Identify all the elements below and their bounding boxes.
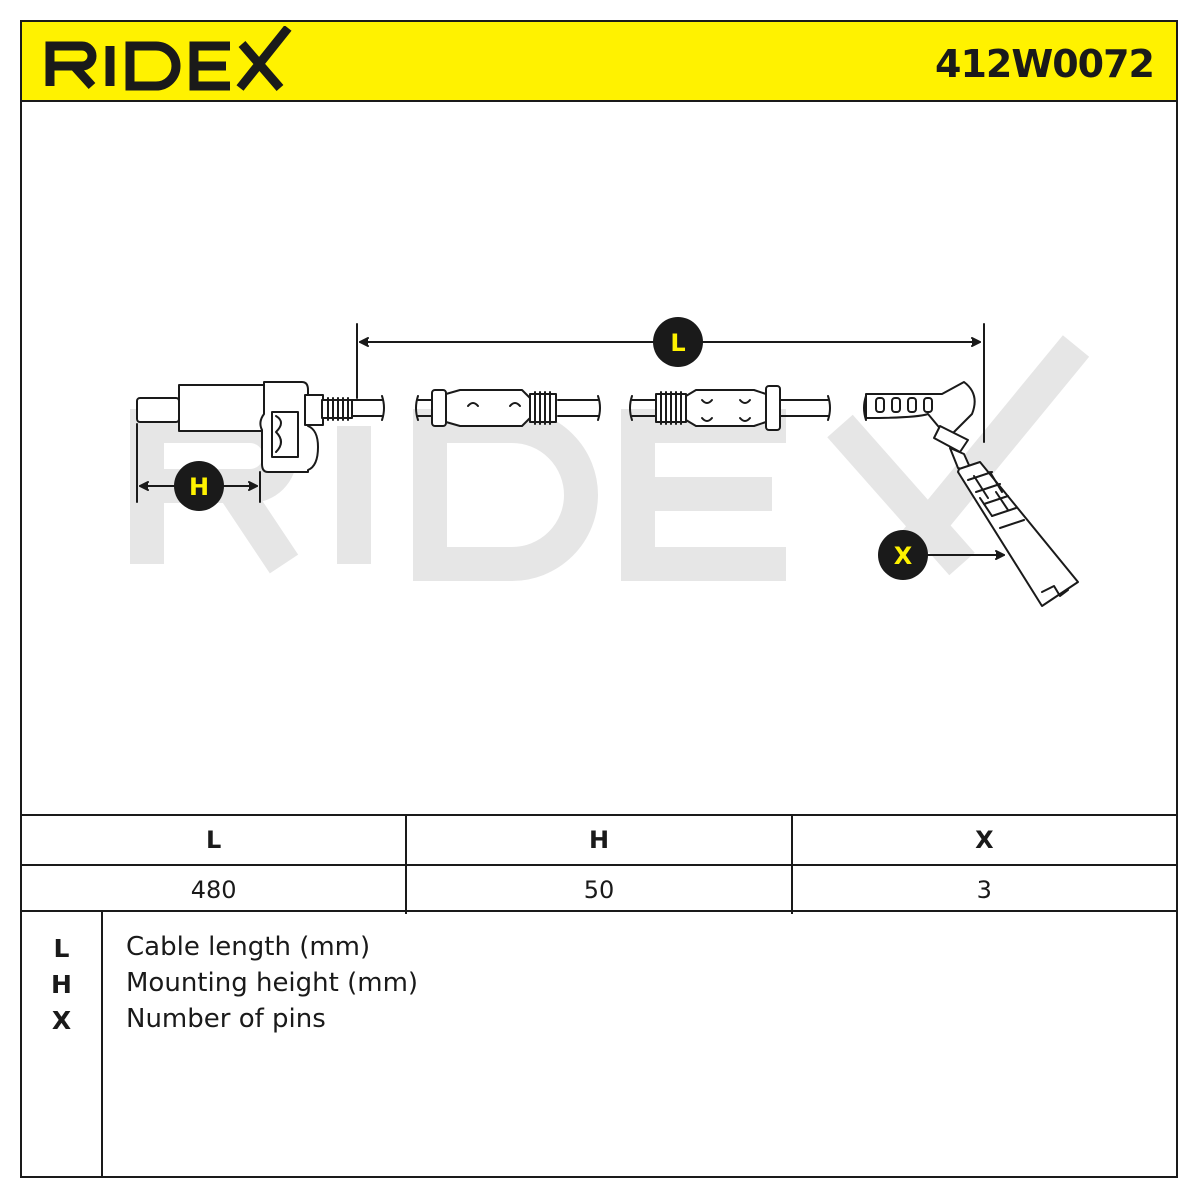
cable-gland	[321, 397, 353, 421]
legend-text-H: Mounting height (mm)	[126, 968, 419, 998]
badge-H: H	[174, 461, 224, 511]
spec-value-X: 3	[976, 876, 992, 904]
legend-key-H: H	[51, 970, 72, 999]
legend-key-column: L H X	[22, 912, 103, 1178]
spec-header-X: X	[975, 826, 994, 854]
spec-header-row: L H X	[22, 816, 1176, 866]
legend-text-L: Cable length (mm)	[126, 932, 371, 962]
sensor-head	[136, 381, 324, 473]
legend: L H X Cable length (mm) Mounting height …	[22, 912, 1176, 1178]
legend-text-X: Number of pins	[126, 1004, 326, 1034]
cable-clip-2	[631, 385, 783, 431]
legend-key-X: X	[51, 1006, 72, 1035]
part-number: 412W0072	[935, 42, 1155, 86]
spec-value-row: 480 50 3	[22, 866, 1176, 914]
spec-table: L H X 480 50 3	[22, 814, 1176, 914]
badge-X: X	[878, 530, 928, 580]
spec-value-H: 50	[407, 866, 793, 914]
spec-header-L: L	[22, 816, 408, 864]
datasheet: 412W0072	[20, 20, 1178, 1178]
spec-value-L: 480	[22, 866, 408, 914]
cable	[351, 395, 867, 421]
badge-L: L	[653, 317, 703, 367]
ridex-logo	[45, 26, 292, 91]
connector	[865, 381, 1079, 607]
badge-H-text: H	[189, 473, 209, 501]
spec-header-H: H	[407, 816, 793, 864]
header-bar: 412W0072	[22, 22, 1176, 102]
sensor-drawing: L H X	[22, 102, 1176, 814]
cable-clip-1	[417, 389, 557, 427]
sensor-diagram-svg: L H X	[130, 317, 1090, 607]
badge-X-text: X	[894, 542, 913, 570]
badge-L-text: L	[670, 329, 685, 357]
dimension-X	[927, 550, 1005, 560]
legend-key-L: L	[53, 934, 70, 963]
